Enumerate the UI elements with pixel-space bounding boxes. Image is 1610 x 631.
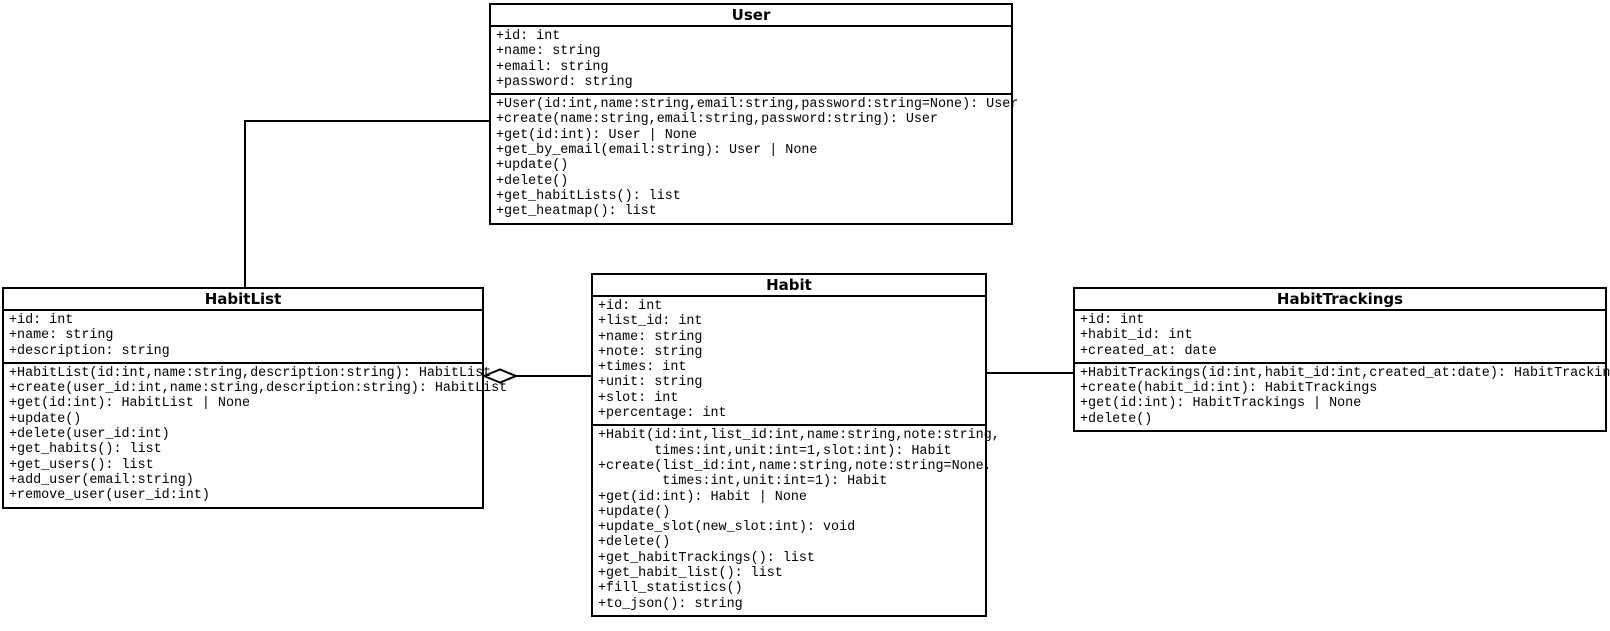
method-line: +get_users(): list — [9, 457, 154, 473]
attribute-line: +description: string — [9, 343, 170, 359]
methods-section-user: +User(id:int,name:string,email:string,pa… — [491, 93, 1019, 222]
attribute-line: +email: string — [496, 59, 609, 75]
method-line: +delete() — [598, 535, 671, 551]
class-title-habit: Habit — [593, 275, 985, 297]
attribute-line: +id: int — [598, 299, 663, 314]
association-user-habitlist-horizontal-line — [244, 120, 489, 122]
method-line: +update() — [598, 504, 671, 520]
attribute-line: +percentage: int — [598, 406, 727, 422]
method-line: +update() — [496, 158, 569, 174]
method-line: +to_json(): string — [598, 596, 743, 612]
method-line: +create(name:string,email:string,passwor… — [496, 112, 938, 128]
attributes-section-user: +id: int+name: string+email: string+pass… — [491, 27, 1011, 93]
method-line: +create(list_id:int,name:string,note:str… — [598, 458, 992, 474]
attribute-line: +id: int — [1080, 313, 1145, 328]
method-line: +get(id:int): Habit | None — [598, 489, 807, 505]
method-line: +get_heatmap(): list — [496, 204, 657, 220]
method-line: +update() — [9, 411, 82, 427]
method-line: +delete(user_id:int) — [9, 427, 170, 443]
attribute-line: +note: string — [598, 344, 703, 360]
association-user-habitlist-vertical-line — [244, 120, 246, 287]
class-title-habitlist: HabitList — [4, 289, 482, 311]
attribute-line: +slot: int — [598, 390, 679, 406]
method-line: +delete() — [496, 173, 569, 189]
method-line: +add_user(email:string) — [9, 472, 194, 488]
class-box-user: User +id: int+name: string+email: string… — [489, 3, 1019, 225]
method-line: +get_habitLists(): list — [496, 188, 681, 204]
class-box-habittrackings: HabitTrackings +id: int+habit_id: int+cr… — [1073, 287, 1610, 433]
method-line: +fill_statistics() — [598, 581, 743, 597]
method-line: +User(id:int,name:string,email:string,pa… — [496, 97, 1019, 113]
attribute-line: +list_id: int — [598, 314, 703, 330]
attributes-section-habitlist: +id: int+name: string+description: strin… — [4, 311, 482, 362]
attribute-line: +times: int — [598, 360, 687, 376]
association-habit-habittrackings-line — [987, 372, 1073, 374]
class-title-habittrackings: HabitTrackings — [1075, 289, 1605, 311]
attributes-section-habit: +id: int+list_id: int+name: string+note:… — [593, 297, 985, 424]
method-line: +get_habitTrackings(): list — [598, 550, 815, 566]
class-title-user: User — [491, 5, 1011, 27]
method-line: +delete() — [1080, 411, 1153, 427]
method-line: times:int,unit:int=1,slot:int): Habit — [598, 443, 952, 459]
method-line: +get_by_email(email:string): User | None — [496, 143, 818, 159]
method-line: times:int,unit:int=1): Habit — [598, 474, 888, 490]
method-line: +create(user_id:int,name:string,descript… — [9, 381, 508, 397]
method-line: +HabitList(id:int,name:string,descriptio… — [9, 365, 492, 381]
method-line: +get(id:int): HabitList | None — [9, 396, 251, 412]
method-line: +remove_user(user_id:int) — [9, 488, 210, 504]
attributes-section-habittrackings: +id: int+habit_id: int+created_at: date — [1075, 311, 1605, 362]
attribute-line: +name: string — [496, 44, 601, 60]
method-line: +get(id:int): User | None — [496, 127, 697, 143]
attribute-line: +id: int — [496, 29, 561, 44]
attribute-line: +id: int — [9, 313, 74, 328]
attribute-line: +password: string — [496, 74, 633, 90]
attribute-line: +habit_id: int — [1080, 328, 1193, 344]
method-line: +get(id:int): HabitTrackings | None — [1080, 396, 1362, 412]
method-line: +HabitTrackings(id:int,habit_id:int,crea… — [1080, 365, 1610, 381]
method-line: +get_habit_list(): list — [598, 566, 783, 582]
attribute-line: +name: string — [598, 329, 703, 345]
methods-section-habittrackings: +HabitTrackings(id:int,habit_id:int,crea… — [1075, 361, 1610, 430]
attribute-line: +unit: string — [598, 375, 703, 391]
method-line: +update_slot(new_slot:int): void — [598, 520, 856, 536]
methods-section-habitlist: +HabitList(id:int,name:string,descriptio… — [4, 361, 508, 507]
attribute-line: +created_at: date — [1080, 343, 1217, 359]
aggregation-habitlist-habit-line — [514, 375, 591, 377]
method-line: +create(habit_id:int): HabitTrackings — [1080, 381, 1378, 397]
method-line: +Habit(id:int,list_id:int,name:string,no… — [598, 428, 1000, 444]
attribute-line: +name: string — [9, 328, 114, 344]
method-line: +get_habits(): list — [9, 442, 162, 458]
methods-section-habit: +Habit(id:int,list_id:int,name:string,no… — [593, 424, 1000, 615]
class-box-habitlist: HabitList +id: int+name: string+descript… — [2, 287, 508, 509]
class-box-habit: Habit +id: int+list_id: int+name: string… — [591, 273, 1000, 617]
